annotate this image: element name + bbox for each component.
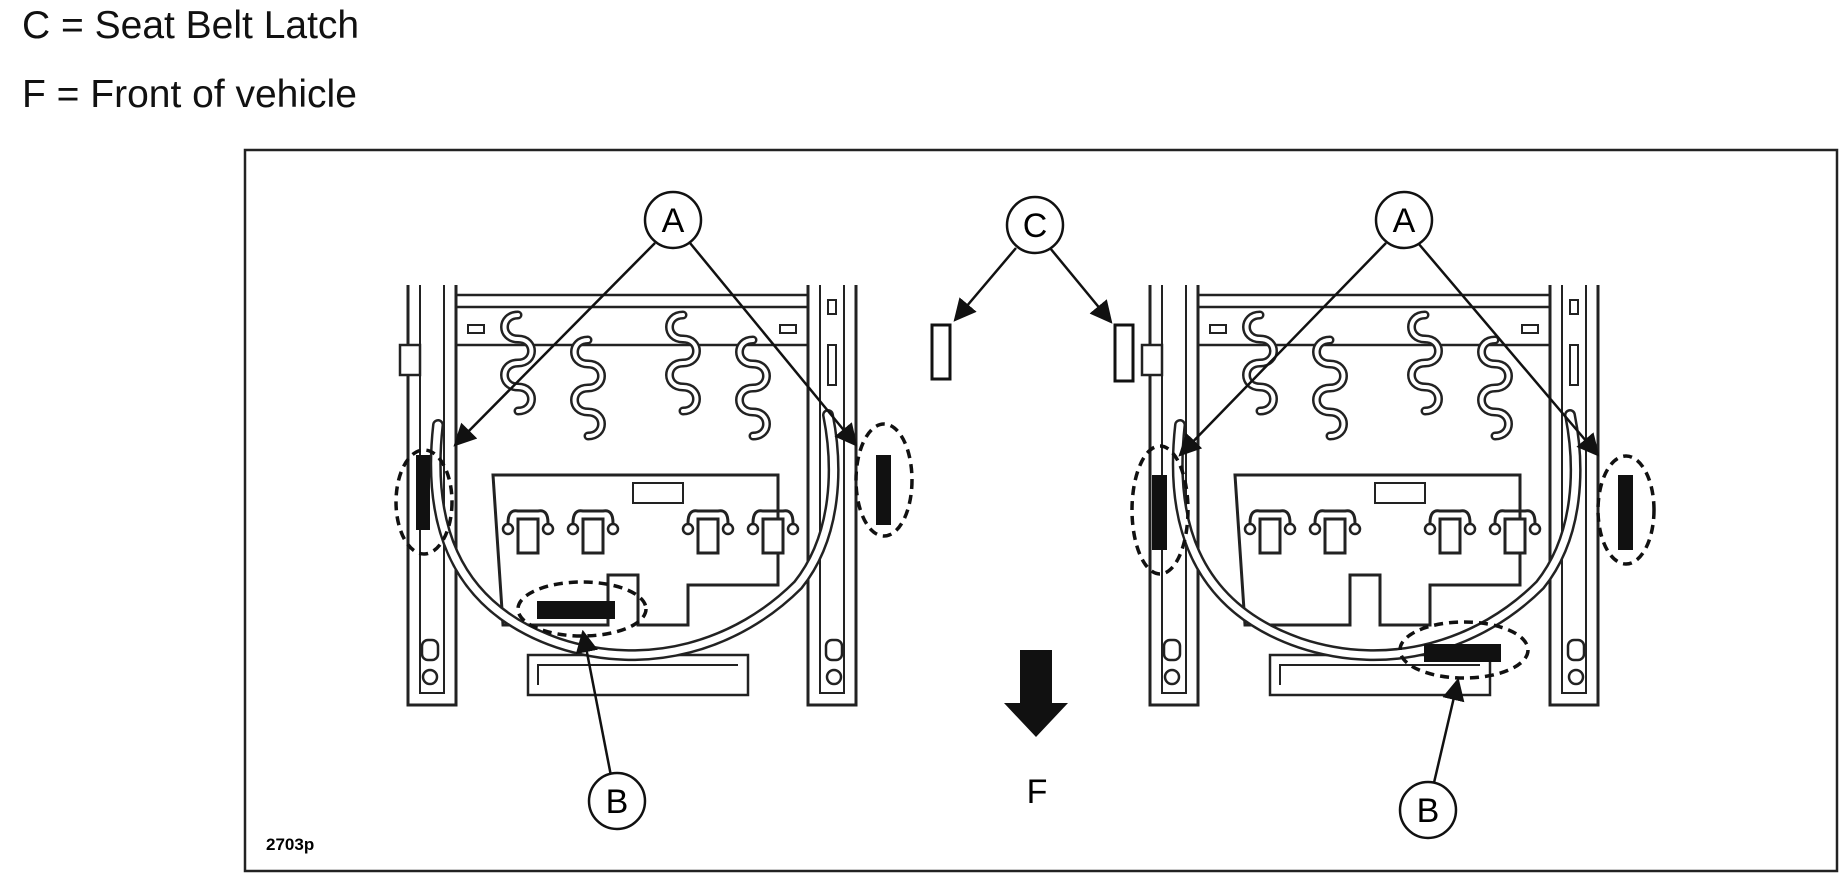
callout-b-left: B	[587, 771, 647, 831]
front-label: F	[1027, 773, 1048, 811]
leader-lines	[453, 242, 1600, 788]
front-arrow-icon	[1004, 650, 1068, 737]
right-seat-sensors	[1130, 444, 1656, 680]
callout-c: C	[1005, 195, 1065, 255]
svg-text:B: B	[606, 783, 629, 821]
callout-a-left: A	[643, 190, 703, 250]
legend-seat-belt-latch: C = Seat Belt Latch	[22, 4, 360, 47]
callout-a-right: A	[1374, 190, 1434, 250]
svg-text:A: A	[662, 202, 685, 240]
left-seat-sensors	[394, 422, 914, 638]
svg-text:C: C	[1023, 207, 1048, 245]
svg-text:B: B	[1417, 792, 1440, 830]
left-seat-belt-latch	[930, 323, 952, 381]
figure-number: 2703p	[266, 835, 314, 854]
svg-text:A: A	[1393, 202, 1416, 240]
callout-b-right: B	[1398, 780, 1458, 840]
legend-front-of-vehicle: F = Front of vehicle	[22, 73, 357, 116]
right-seat-belt-latch	[1113, 323, 1135, 383]
